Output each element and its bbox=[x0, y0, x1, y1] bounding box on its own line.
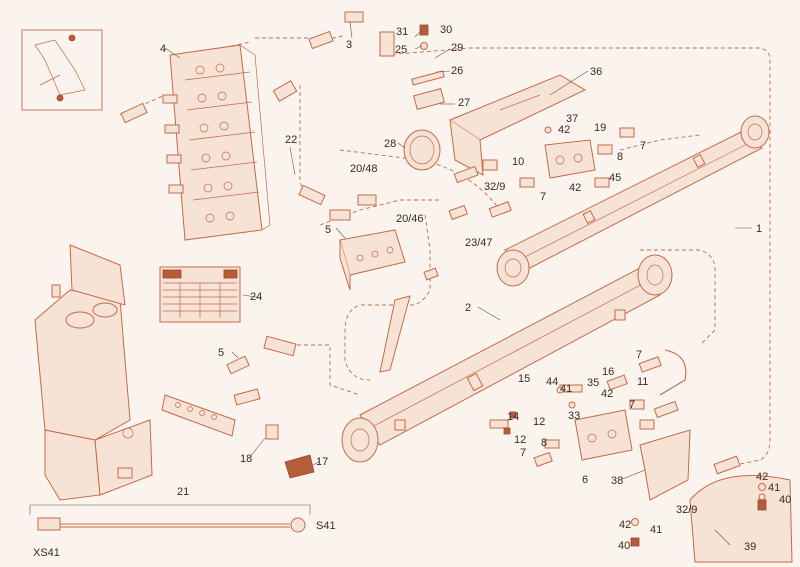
label-37: 37 bbox=[566, 113, 578, 125]
label-44: 44 bbox=[546, 376, 558, 388]
label-11: 11 bbox=[637, 376, 648, 388]
label-41-a: 41 bbox=[768, 482, 780, 494]
label-7-e: 7 bbox=[520, 447, 526, 459]
part-labels: 1 2 3 4 5 5 7 7 7 7 7 8 8 32/9 12 10 11 … bbox=[33, 24, 791, 559]
label-35: 35 bbox=[587, 377, 599, 389]
switch-17 bbox=[284, 454, 315, 479]
cylinder-bottom bbox=[341, 254, 673, 463]
bracket-38 bbox=[639, 429, 691, 501]
label-14: 14 bbox=[507, 411, 519, 423]
label-18: 18 bbox=[240, 453, 252, 465]
label-13: 12 bbox=[514, 434, 526, 446]
label-32-9-upper: 32/9 bbox=[484, 181, 505, 193]
label-1: 1 bbox=[756, 223, 762, 235]
cable-21 bbox=[29, 504, 311, 533]
label-38: 38 bbox=[611, 475, 623, 487]
decal-24 bbox=[159, 266, 241, 323]
label-6: 6 bbox=[582, 474, 588, 486]
label-45: 45 bbox=[609, 172, 621, 184]
label-31: 31 bbox=[396, 26, 408, 38]
clamp-28 bbox=[403, 129, 441, 171]
label-7-a: 7 bbox=[640, 140, 646, 152]
label-33: 33 bbox=[568, 410, 580, 422]
manifold-5 bbox=[339, 229, 406, 291]
label-2: 2 bbox=[465, 302, 471, 314]
fittings bbox=[120, 11, 741, 475]
label-8-a: 8 bbox=[617, 151, 623, 163]
label-42-c: 42 bbox=[601, 388, 613, 400]
label-42-e: 42 bbox=[619, 519, 631, 531]
label-32-lower: 32/9 bbox=[676, 504, 697, 516]
cylinder-top bbox=[496, 115, 770, 287]
label-40-b: 40 bbox=[618, 540, 630, 552]
guard-39 bbox=[689, 475, 793, 563]
label-19: 19 bbox=[594, 122, 606, 134]
switch-cap-18 bbox=[265, 424, 279, 440]
label-17: 17 bbox=[316, 456, 328, 468]
label-21: 21 bbox=[177, 486, 189, 498]
label-39: 39 bbox=[744, 541, 756, 553]
label-40-a: 40 bbox=[779, 494, 791, 506]
label-3: 3 bbox=[346, 39, 352, 51]
label-36: 36 bbox=[590, 66, 602, 78]
label-16: 16 bbox=[602, 366, 614, 378]
label-42-a: 42 bbox=[558, 124, 570, 136]
label-15: 15 bbox=[518, 373, 530, 385]
label-25: 25 bbox=[395, 44, 407, 56]
label-20-48: 20/48 bbox=[350, 163, 378, 175]
label-7-b: 7 bbox=[540, 191, 546, 203]
valve-block-9-upper bbox=[544, 139, 596, 179]
label-41-b: 41 bbox=[560, 383, 572, 395]
label-5-upper: 5 bbox=[325, 224, 331, 236]
tank bbox=[34, 244, 153, 501]
label-30: 30 bbox=[440, 24, 452, 36]
label-20-46: 20/46 bbox=[396, 213, 424, 225]
label-7-d: 7 bbox=[629, 399, 635, 411]
plate bbox=[161, 394, 236, 437]
label-42-d: 42 bbox=[756, 471, 768, 483]
label-42-b: 42 bbox=[569, 182, 581, 194]
connector-xs41-label: XS41 bbox=[33, 547, 60, 559]
label-8-b: 8 bbox=[541, 437, 547, 449]
label-29: 29 bbox=[451, 42, 463, 54]
label-27: 27 bbox=[458, 97, 470, 109]
control-valve-block bbox=[162, 44, 271, 241]
label-12: 12 bbox=[533, 416, 545, 428]
label-41-c: 41 bbox=[650, 524, 662, 536]
label-7-c: 7 bbox=[636, 349, 642, 361]
label-28: 28 bbox=[384, 138, 396, 150]
label-22: 22 bbox=[285, 134, 297, 146]
fasteners bbox=[419, 24, 767, 547]
bracket-36 bbox=[448, 74, 587, 176]
valve-block-6 bbox=[574, 409, 633, 461]
label-5-lower: 5 bbox=[218, 347, 224, 359]
label-10: 10 bbox=[512, 156, 524, 168]
label-26: 26 bbox=[451, 65, 463, 77]
connector-s41-label: S41 bbox=[316, 520, 336, 532]
label-4: 4 bbox=[160, 43, 166, 55]
machine-thumbnail bbox=[21, 29, 103, 111]
label-24: 24 bbox=[250, 291, 262, 303]
label-23-47: 23/47 bbox=[465, 237, 493, 249]
leader-lines bbox=[164, 21, 752, 546]
